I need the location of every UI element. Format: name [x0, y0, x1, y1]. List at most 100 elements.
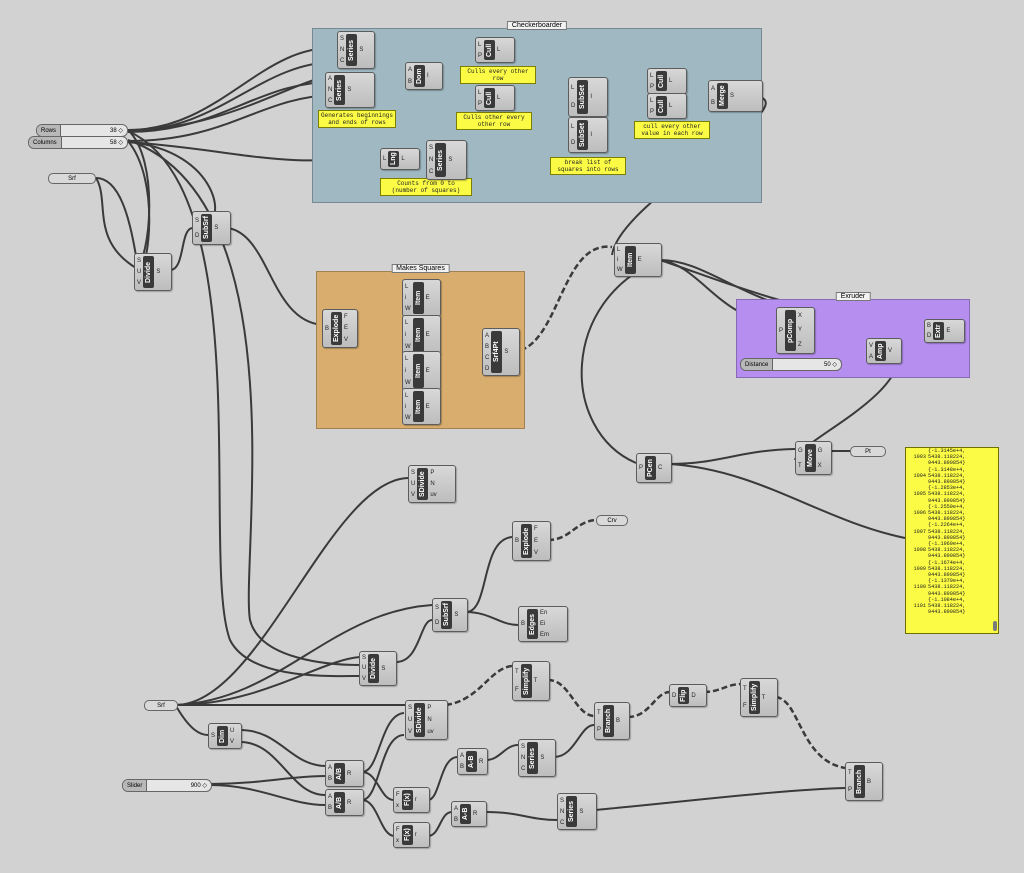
input-port[interactable]: L	[617, 247, 621, 253]
output-port[interactable]: r	[414, 832, 417, 838]
input-port[interactable]: S	[560, 797, 565, 804]
input-port[interactable]: D	[485, 365, 490, 372]
input-port[interactable]: A	[408, 67, 413, 73]
output-port[interactable]: E	[534, 538, 539, 544]
input-port[interactable]: F	[396, 826, 400, 833]
output-port[interactable]: S	[347, 87, 352, 93]
input-port[interactable]: B	[711, 100, 716, 106]
output-port[interactable]: V	[230, 738, 235, 745]
input-port[interactable]: U	[137, 268, 142, 275]
output-port[interactable]: L	[497, 95, 501, 101]
input-port[interactable]: W	[405, 344, 411, 350]
input-port[interactable]: F	[515, 687, 519, 693]
output-port[interactable]: P	[430, 469, 435, 476]
input-port[interactable]: U	[411, 480, 416, 487]
input-port[interactable]: P	[779, 327, 784, 334]
input-port[interactable]: S	[362, 655, 367, 662]
output-port[interactable]: S	[730, 93, 735, 99]
output-port[interactable]: N	[427, 717, 432, 723]
input-port[interactable]: L	[405, 320, 409, 326]
srf-param-bottom[interactable]: Srf	[144, 700, 178, 711]
output-port[interactable]: r	[414, 797, 417, 803]
input-port[interactable]: A	[328, 764, 333, 771]
output-port[interactable]: En	[540, 610, 548, 617]
output-port[interactable]: E	[425, 295, 430, 301]
input-port[interactable]: V	[362, 675, 367, 682]
input-port[interactable]: A	[328, 76, 333, 83]
input-port[interactable]: C	[340, 58, 345, 65]
output-port[interactable]: E	[425, 332, 430, 338]
input-port[interactable]: F	[743, 703, 747, 710]
input-port[interactable]: i	[405, 403, 407, 410]
output-port[interactable]: Em	[540, 631, 550, 638]
output-port[interactable]: V	[888, 348, 893, 354]
input-port[interactable]: P	[650, 108, 655, 115]
input-port[interactable]: B	[515, 538, 520, 544]
number-slider[interactable]: Slider 900 ◇	[122, 779, 212, 792]
input-port[interactable]: B	[328, 805, 333, 812]
input-port[interactable]: P	[639, 465, 644, 471]
input-port[interactable]: G	[798, 447, 803, 454]
input-port[interactable]: U	[408, 717, 413, 723]
input-port[interactable]: i	[617, 257, 619, 263]
input-port[interactable]: i	[405, 368, 407, 374]
input-port[interactable]: N	[429, 157, 434, 163]
input-port[interactable]: T	[798, 462, 802, 469]
output-port[interactable]: I	[590, 132, 593, 138]
output-port[interactable]: S	[579, 808, 584, 815]
input-port[interactable]: L	[405, 356, 409, 362]
input-port[interactable]: U	[362, 665, 367, 672]
input-port[interactable]: D	[571, 103, 576, 109]
output-port[interactable]: D	[691, 692, 696, 699]
output-port[interactable]: V	[534, 550, 539, 556]
output-port[interactable]: I	[427, 73, 429, 79]
output-port[interactable]: B	[616, 718, 621, 724]
input-port[interactable]: P	[478, 100, 483, 107]
input-port[interactable]: N	[328, 86, 333, 93]
input-port[interactable]: B	[485, 343, 490, 350]
input-port[interactable]: L	[478, 41, 482, 48]
output-port[interactable]: L	[669, 103, 673, 109]
input-port[interactable]: x	[396, 802, 399, 809]
input-port[interactable]: B	[328, 776, 333, 783]
input-port[interactable]: N	[340, 46, 345, 53]
input-port[interactable]: V	[869, 342, 874, 349]
output-port[interactable]: S	[156, 269, 161, 275]
output-port[interactable]: S	[454, 612, 459, 618]
panel-scrollbar[interactable]	[993, 621, 997, 631]
input-port[interactable]: A	[454, 805, 459, 812]
input-port[interactable]: i	[405, 294, 407, 301]
output-port[interactable]: uv	[430, 492, 437, 499]
output-port[interactable]: L	[401, 156, 405, 162]
input-port[interactable]: A	[328, 793, 333, 800]
input-port[interactable]: S	[137, 257, 142, 264]
output-port[interactable]: S	[540, 755, 545, 761]
output-port[interactable]: X	[817, 462, 822, 469]
input-port[interactable]: N	[560, 808, 565, 815]
input-port[interactable]: L	[650, 97, 654, 104]
input-port[interactable]: T	[848, 769, 852, 776]
output-port[interactable]: L	[669, 78, 673, 84]
